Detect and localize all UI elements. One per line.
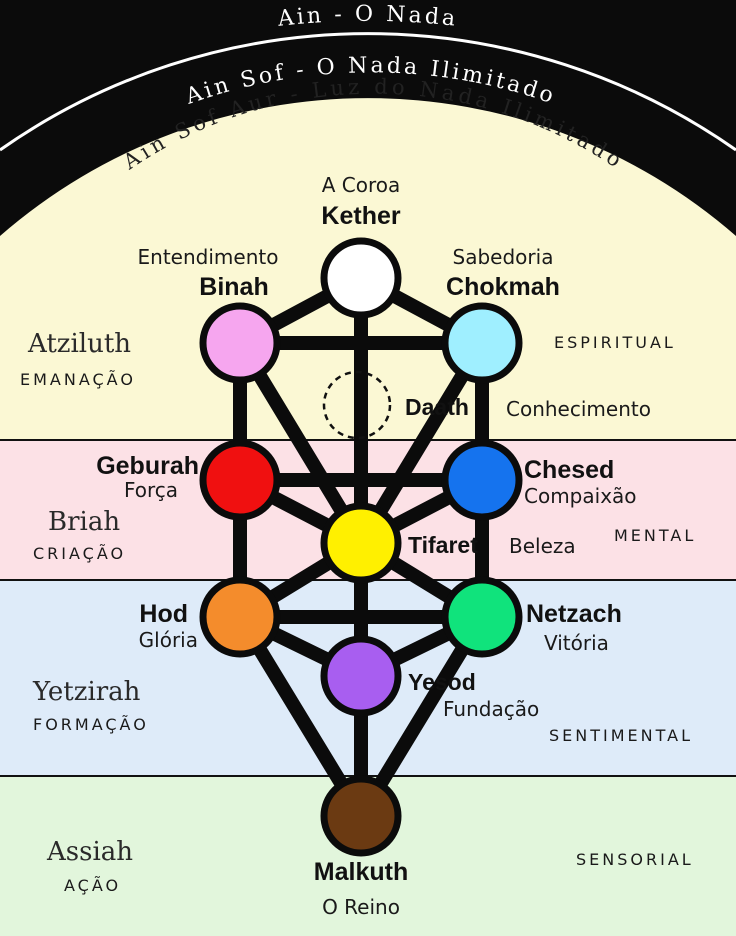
plane-sensorial: Sensorial xyxy=(576,850,694,869)
sephira-daath xyxy=(322,370,392,440)
binah-name: Binah xyxy=(199,273,268,301)
plane-sentimental: Sentimental xyxy=(549,726,693,745)
world-atziluth-subtitle: Emanação xyxy=(20,370,136,389)
tifaret-meaning: Beleza xyxy=(509,534,576,558)
chokmah-name: Chokmah xyxy=(446,273,560,301)
netzach-name: Netzach xyxy=(526,600,622,628)
outer-void xyxy=(0,0,736,236)
world-yetzirah-subtitle: Formação xyxy=(33,715,149,734)
world-assiah-name: Assiah xyxy=(46,837,133,867)
world-yetzirah-name: Yetzirah xyxy=(32,677,141,707)
chesed-name: Chesed xyxy=(524,456,614,484)
kether-meaning: A Coroa xyxy=(322,173,401,197)
geburah-name: Geburah xyxy=(96,452,199,480)
netzach-meaning: Vitória xyxy=(544,631,609,655)
chokmah-meaning: Sabedoria xyxy=(453,245,554,269)
sephira-netzach xyxy=(441,576,523,658)
chesed-meaning: Compaixão xyxy=(524,484,637,508)
geburah-meaning: Força xyxy=(124,478,178,502)
malkuth-meaning: O Reino xyxy=(322,895,400,919)
sephira-yesod xyxy=(320,635,402,717)
sephira-hod xyxy=(199,576,281,658)
kether-name: Kether xyxy=(321,202,400,230)
hod-meaning: Glória xyxy=(139,628,198,652)
plane-espiritual: Espiritual xyxy=(554,333,676,352)
malkuth-name: Malkuth xyxy=(314,858,408,886)
binah-meaning: Entendimento xyxy=(138,245,279,269)
sephira-chesed xyxy=(441,439,523,521)
world-briah-subtitle: Criação xyxy=(33,544,126,563)
tifaret-name: Tifaret xyxy=(408,532,478,558)
sephira-chokmah xyxy=(441,302,523,384)
world-briah-name: Briah xyxy=(48,507,120,537)
yesod-name: Yesod xyxy=(408,669,476,695)
sephira-binah xyxy=(199,302,281,384)
sephira-geburah xyxy=(199,439,281,521)
yesod-meaning: Fundação xyxy=(443,697,539,721)
daath-meaning: Conhecimento xyxy=(506,397,651,421)
world-assiah-subtitle: Ação xyxy=(64,876,121,895)
sephira-malkuth xyxy=(320,775,402,857)
daath-name: Daath xyxy=(405,394,469,420)
hod-name: Hod xyxy=(139,600,188,628)
plane-mental: Mental xyxy=(614,526,696,545)
arc-divider xyxy=(0,32,736,152)
sephira-kether xyxy=(320,237,402,319)
sephira-tifaret xyxy=(320,502,402,584)
world-atziluth-name: Atziluth xyxy=(27,329,131,359)
